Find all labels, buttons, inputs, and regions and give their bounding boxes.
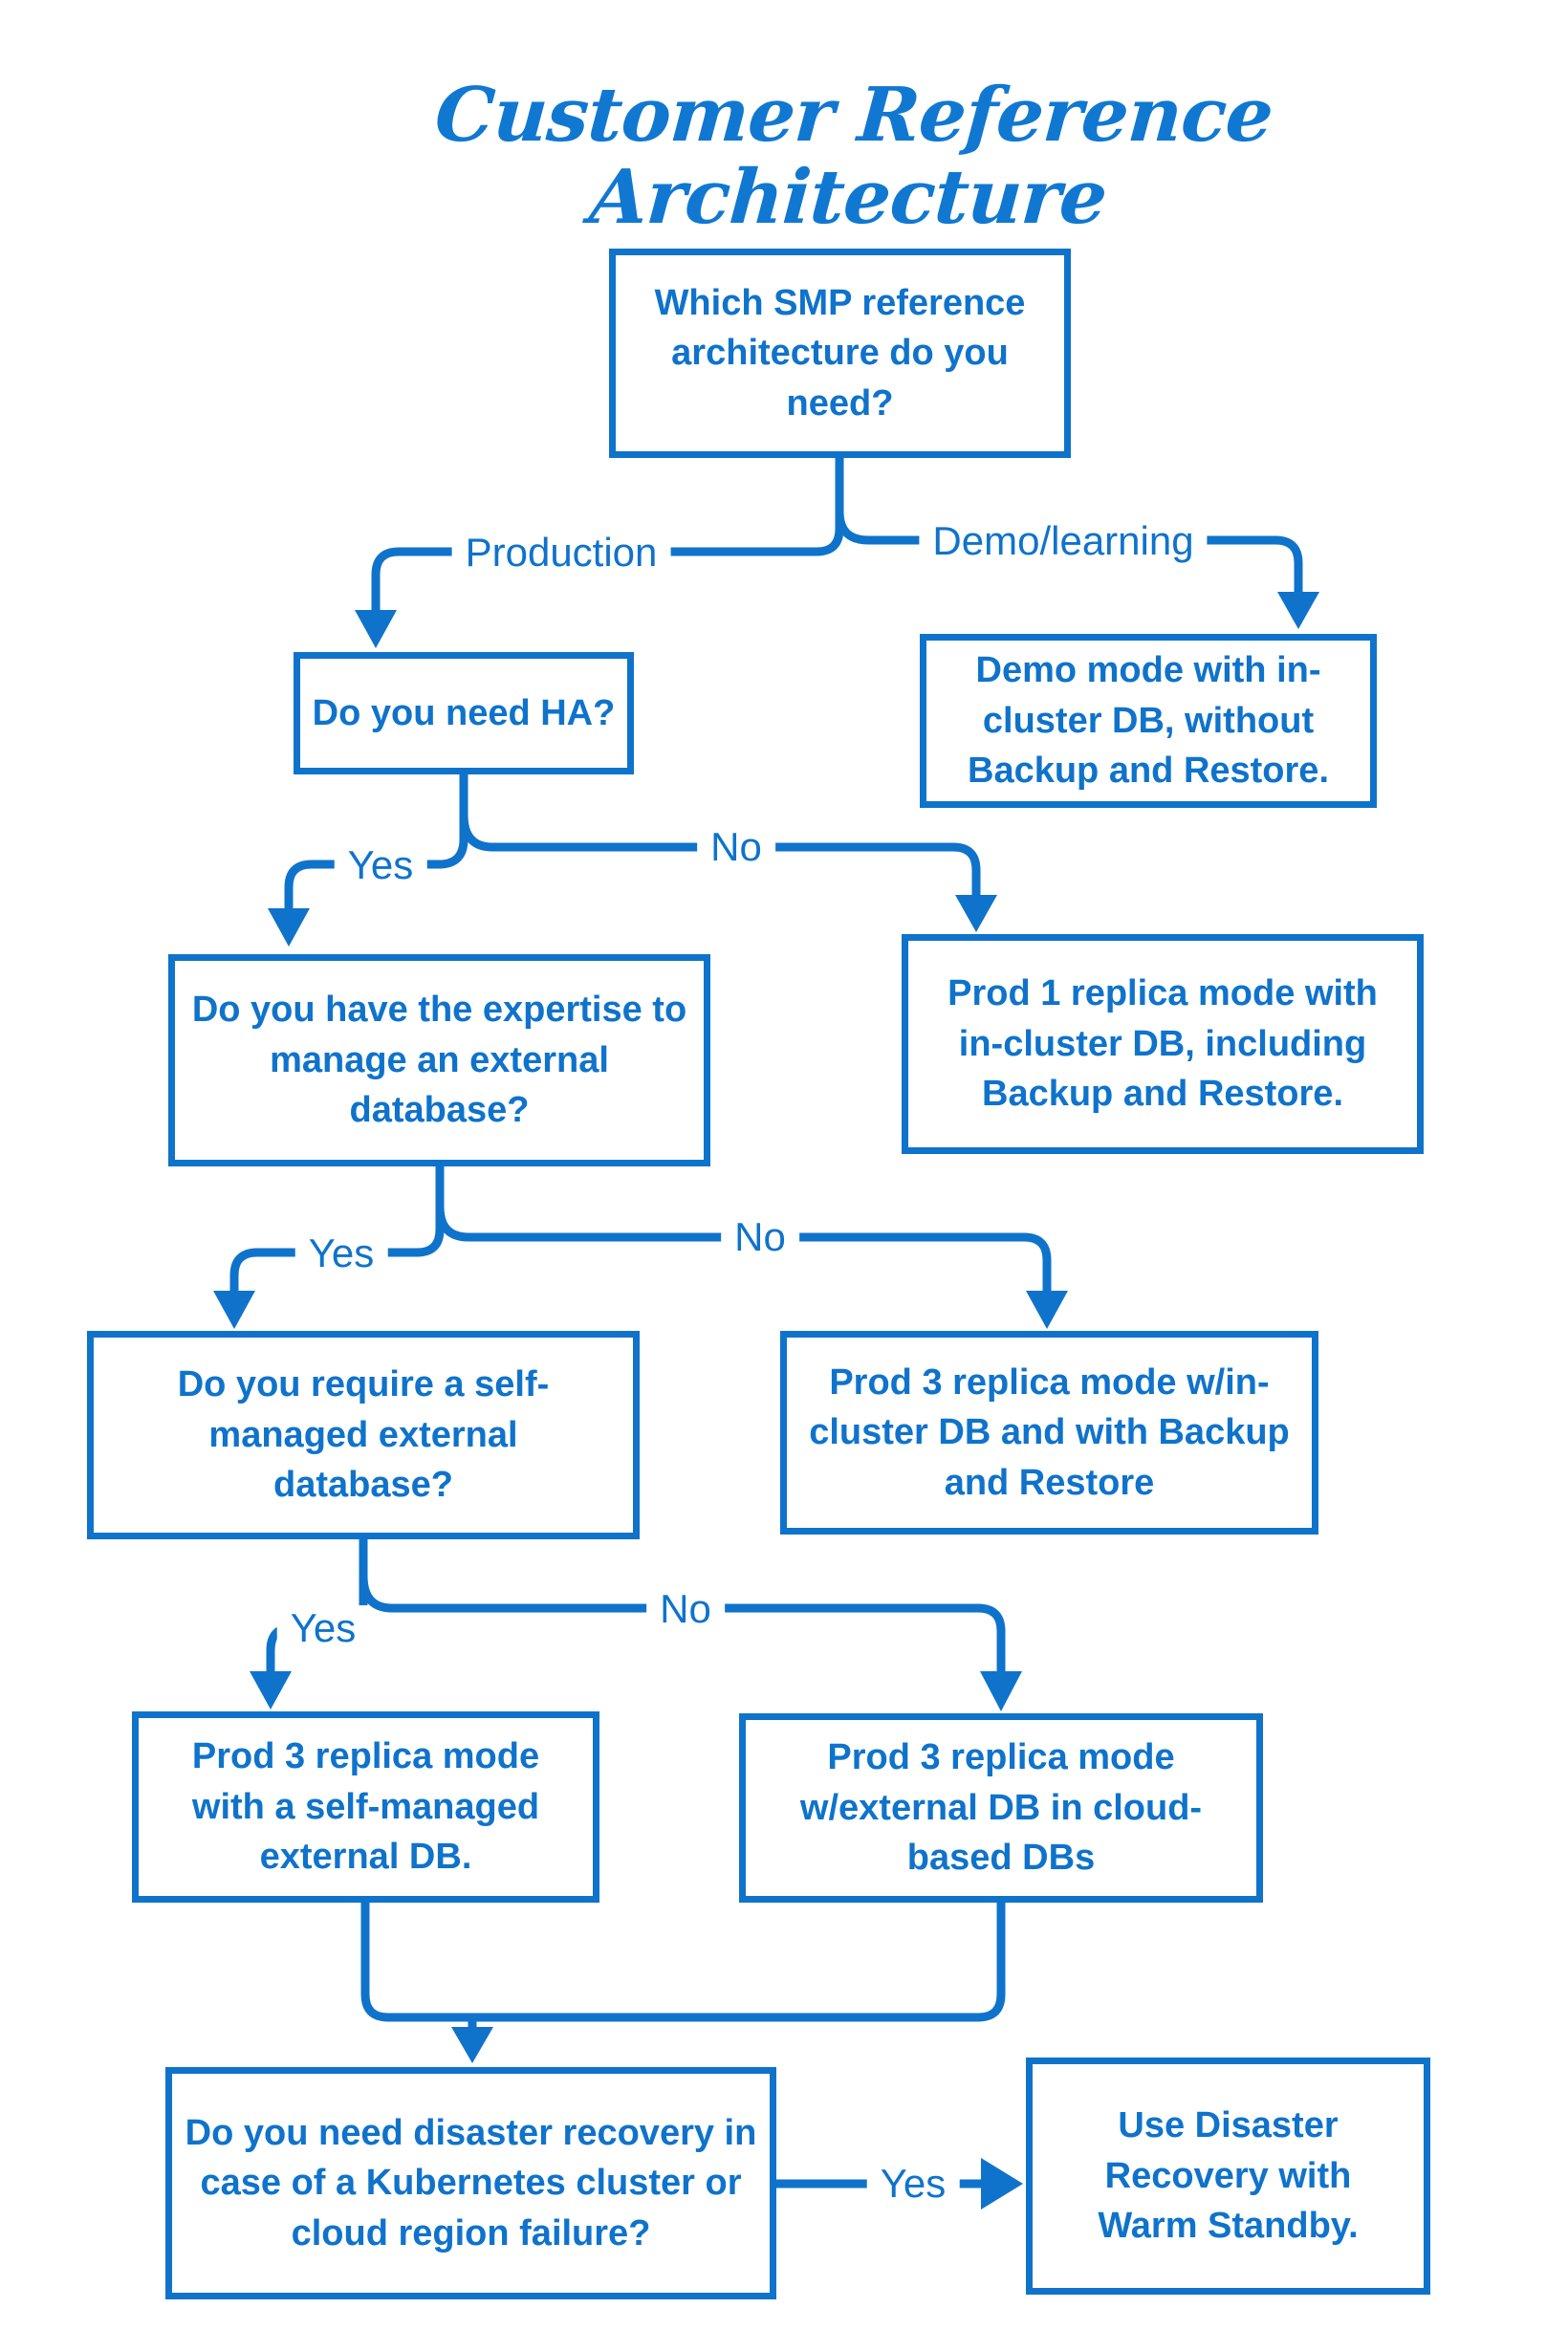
arrowhead-down-icon <box>451 2027 493 2063</box>
edge-label-ha-no: No <box>697 824 775 870</box>
arrowhead-down-icon <box>250 1671 292 1709</box>
node-use-disaster-recovery: Use Disaster Recovery with Warm Standby. <box>1026 2058 1430 2295</box>
node-question-architecture: Which SMP reference architecture do you … <box>609 249 1071 458</box>
edge-label-expertise-no: No <box>721 1214 799 1260</box>
node-label: Prod 1 replica mode with in-cluster DB, … <box>947 973 1378 1115</box>
edge-expertise-no-line <box>435 1206 1052 1293</box>
edge-label-selfmanaged-yes: Yes <box>276 1605 370 1651</box>
arrowhead-right-icon <box>981 2158 1023 2210</box>
node-label: Which SMP reference architecture do you … <box>654 282 1026 424</box>
node-prod3-cloud: Prod 3 replica mode w/external DB in clo… <box>739 1713 1263 1903</box>
edge-label-demo-learning: Demo/learning <box>919 518 1208 564</box>
node-question-disaster-recovery: Do you need disaster recovery in case of… <box>165 2067 776 2299</box>
arrowhead-down-icon <box>213 1291 255 1329</box>
edge-demo-learning-line <box>835 511 1303 595</box>
node-prod3-incluster: Prod 3 replica mode w/in-cluster DB and … <box>780 1331 1318 1535</box>
page-title: Customer Reference Architecture <box>432 72 1275 241</box>
node-label: Prod 3 replica mode w/in-cluster DB and … <box>809 1361 1290 1503</box>
edge-label-expertise-yes: Yes <box>294 1230 388 1276</box>
node-label: Do you need HA? <box>312 692 616 733</box>
node-question-ha: Do you need HA? <box>294 652 634 774</box>
edge-selfmanaged-no-line <box>359 1575 1006 1673</box>
node-label: Do you require a self-managed external d… <box>177 1364 550 1506</box>
edge-label-selfmanaged-no: No <box>646 1586 725 1632</box>
edge-merge-line <box>360 1903 1006 2022</box>
edge-label-ha-yes: Yes <box>334 842 427 888</box>
node-label: Use Disaster Recovery with Warm Standby. <box>1098 2105 1359 2247</box>
arrowhead-down-icon <box>955 895 997 932</box>
edge-label-production: Production <box>451 530 671 576</box>
arrowhead-down-icon <box>1026 1291 1068 1329</box>
node-prod3-selfmanaged: Prod 3 replica mode with a self-managed … <box>132 1711 599 1903</box>
node-label: Demo mode with in-cluster DB, without Ba… <box>968 650 1329 792</box>
node-label: Prod 3 replica mode w/external DB in clo… <box>799 1737 1203 1879</box>
node-label: Do you have the expertise to manage an e… <box>191 990 687 1131</box>
arrowhead-down-icon <box>1277 592 1319 629</box>
node-question-selfmanaged: Do you require a self-managed external d… <box>87 1331 640 1539</box>
node-label: Do you need disaster recovery in case of… <box>185 2112 757 2254</box>
node-prod1-incluster: Prod 1 replica mode with in-cluster DB, … <box>902 934 1424 1154</box>
node-label: Prod 3 replica mode with a self-managed … <box>191 1736 540 1878</box>
edge-label-dr-yes: Yes <box>866 2161 960 2207</box>
arrowhead-down-icon <box>980 1671 1022 1711</box>
edge-ha-no-line <box>459 814 981 897</box>
arrowhead-down-icon <box>268 908 310 947</box>
node-question-expertise: Do you have the expertise to manage an e… <box>168 954 710 1166</box>
arrowhead-down-icon <box>355 610 397 648</box>
node-demo-mode: Demo mode with in-cluster DB, without Ba… <box>920 634 1377 808</box>
